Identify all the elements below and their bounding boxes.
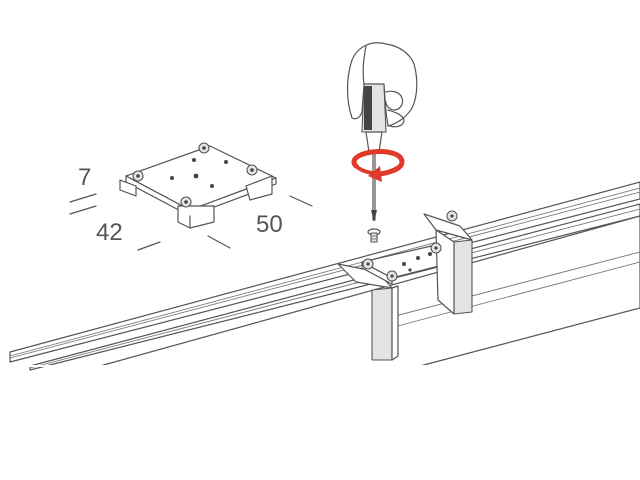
screw-head [386, 270, 398, 282]
rail [9, 181, 640, 371]
detached-plate [119, 142, 277, 229]
screw-head [246, 164, 258, 176]
dimension-height-label: 7 [78, 164, 91, 191]
screw-head [132, 170, 144, 182]
screw-head [362, 258, 374, 270]
dimension-length-label: 50 [256, 211, 283, 238]
dimension-width-label: 42 [96, 219, 123, 246]
hand-icon [346, 42, 418, 128]
screw-head [180, 196, 192, 208]
screw-head [446, 210, 458, 222]
screw-head [198, 142, 210, 154]
rotation-arrow-icon [351, 149, 405, 182]
dimension-lines [69, 193, 313, 251]
loose-screw [367, 228, 381, 243]
mounted-plate-assembly [337, 210, 473, 361]
screw-head [430, 242, 442, 254]
screwdriver-icon [361, 83, 387, 222]
